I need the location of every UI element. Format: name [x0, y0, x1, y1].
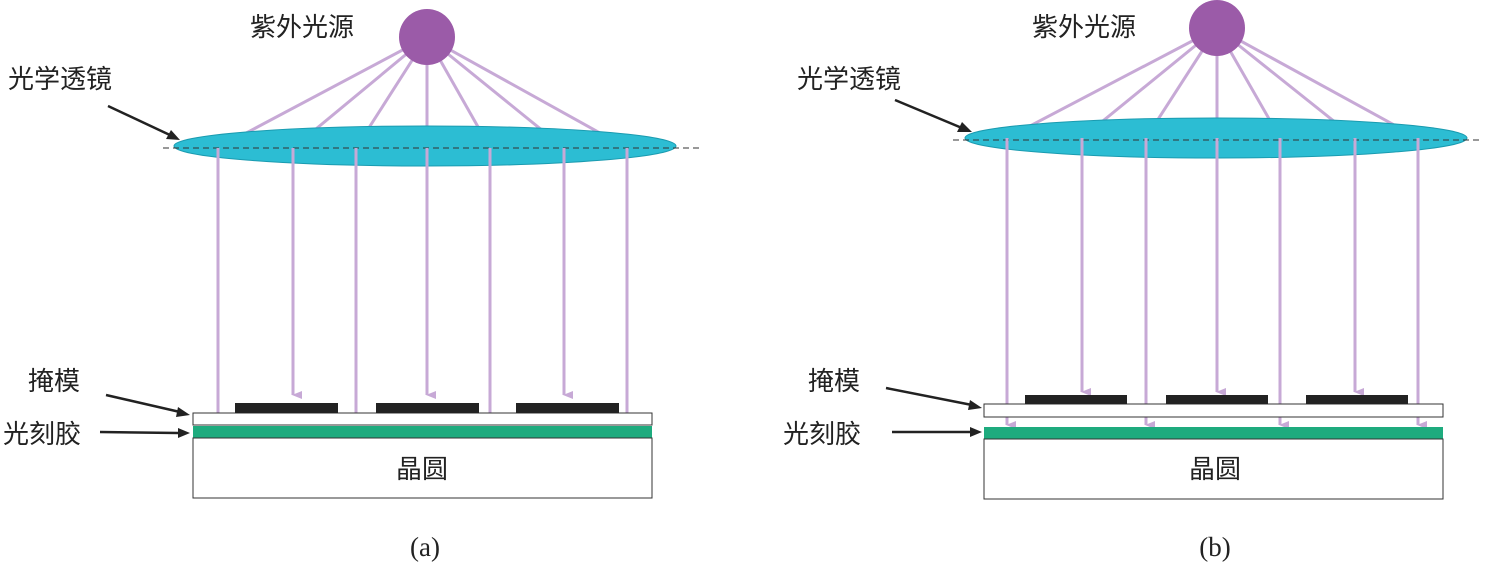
panel-b-mask-label: 掩模 [808, 367, 860, 397]
panel-b-wafer-label: 晶圆 [1189, 455, 1241, 485]
panel-a: 紫外光源 光学透镜 掩模 光刻胶 晶圆 (a) [3, 9, 700, 562]
panel-a-mask-label: 掩模 [28, 367, 80, 397]
panel-b-mask-block [1306, 395, 1408, 404]
ray-segment [1216, 26, 1419, 140]
panel-b-photoresist [984, 427, 1443, 439]
panel-a-photoresist-leader-arrowhead [178, 428, 190, 438]
ray-segment [1006, 26, 1218, 140]
panel-b-lens-leader-arrowhead [957, 122, 972, 132]
panel-b: 紫外光源 光学透镜 掩模 光刻胶 晶圆 (b) [783, 0, 1480, 562]
ray-segment [426, 35, 628, 150]
panel-a-wafer-label: 晶圆 [396, 455, 448, 485]
panel-b-lens-leader [894, 98, 963, 130]
panel-b-wafer [983, 438, 1444, 500]
ray-segment [217, 35, 428, 150]
panel-a-mask-block [376, 403, 479, 413]
panel-a-lens-leader [107, 104, 173, 138]
panel-a-photoresist [193, 426, 652, 438]
panel-a-mask-leader [105, 393, 181, 414]
panel-b-light-source-label: 紫外光源 [1032, 13, 1136, 43]
panel-b-caption: (b) [1199, 532, 1230, 562]
panel-a-mask-block [235, 403, 338, 413]
panel-b-uv-source [1189, 0, 1245, 56]
panel-b-mask-block [1025, 395, 1127, 404]
panel-b-photoresist-label: 光刻胶 [783, 420, 861, 450]
panel-a-lens-leader-arrowhead [166, 130, 180, 140]
panel-b-photoresist-leader-arrowhead [970, 427, 982, 437]
panel-a-lens [173, 125, 677, 167]
panel-a-mask-leader-arrowhead [176, 407, 190, 417]
panel-b-mask-leader-arrowhead [968, 400, 982, 410]
panel-a-mask-block [516, 403, 619, 413]
panel-b-lens-label: 光学透镜 [797, 65, 901, 95]
panel-a-mask-plate [192, 412, 653, 426]
panel-a-caption: (a) [410, 532, 440, 562]
panel-b-mask-leader [885, 386, 973, 407]
panel-a-uv-source [399, 9, 455, 65]
panel-a-lower-rays [216, 148, 636, 424]
panel-b-mask-plate [983, 403, 1444, 418]
panel-a-photoresist-label: 光刻胶 [3, 420, 81, 450]
panel-b-mask-block [1166, 395, 1268, 404]
panel-a-lens-label: 光学透镜 [8, 65, 112, 95]
panel-a-wafer [192, 437, 653, 499]
panel-a-light-source-label: 紫外光源 [250, 13, 354, 43]
ray-segment [1216, 26, 1356, 140]
panel-a-photoresist-leader [99, 430, 179, 435]
panel-b-lower-rays [1005, 138, 1427, 429]
